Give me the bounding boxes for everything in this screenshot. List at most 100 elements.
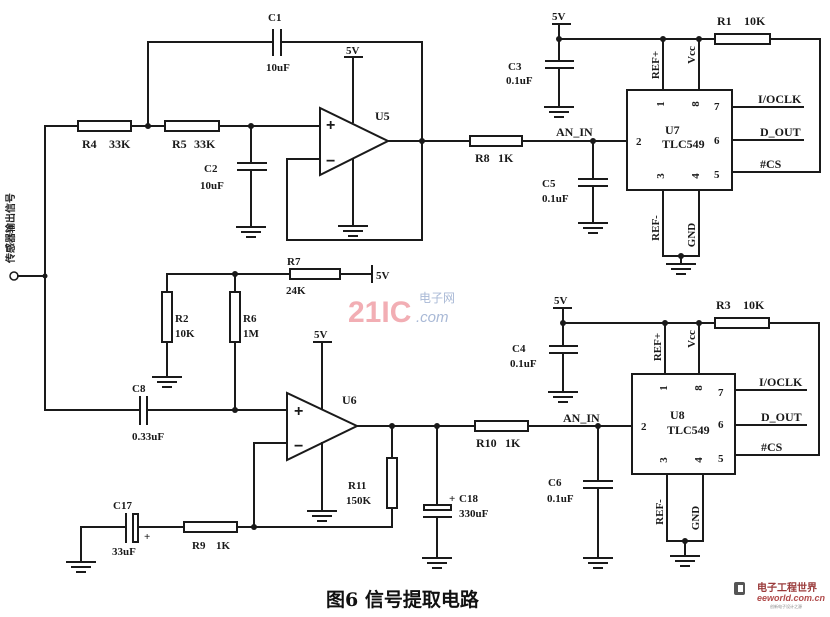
U8-ioclk-label: I/OCLK — [759, 375, 803, 389]
C8-value: 0.33uF — [132, 431, 164, 443]
C5-value: 0.1uF — [542, 193, 569, 205]
U8-ref-plus-label: REF+ — [652, 333, 664, 361]
U8-an-in-label: AN_IN — [563, 411, 600, 425]
figure-caption: 图6 信号提取电路 — [326, 588, 480, 611]
resistor-R10: R10 1K — [474, 420, 529, 450]
C18-polarity: + — [449, 493, 455, 505]
R7-ref: R7 — [287, 256, 301, 268]
resistor-R9: R9 1K — [183, 521, 238, 552]
capacitor-C5: C5 0.1uF — [542, 140, 608, 234]
U7-ref-minus-label: REF- — [650, 215, 662, 241]
opamp-U5: + − U5 5V — [319, 45, 391, 237]
R5-value: 33K — [194, 137, 216, 151]
C6-value: 0.1uF — [547, 493, 574, 505]
U6-minus: − — [294, 438, 303, 455]
capacitor-C4: 5V C4 0.1uF — [510, 295, 578, 403]
resistor-R6: R6 1M — [229, 273, 260, 411]
ground-symbol — [236, 226, 266, 238]
U6-supply-label: 5V — [314, 329, 328, 341]
U7-gnd-label: GND — [686, 223, 698, 248]
R5-ref: R5 — [172, 137, 187, 151]
U7-pin5: 5 — [714, 169, 720, 181]
U7-pin1: 1 — [655, 101, 667, 107]
adc-U7: REF+ Vcc 1 8 7 2 6 5 3 4 U7 TLC549 I/OCL… — [626, 38, 804, 275]
C4-value: 0.1uF — [510, 358, 537, 370]
C18-value: 330uF — [459, 508, 489, 520]
capacitor-C8: C8 0.33uF — [132, 383, 164, 443]
R10-value: 1K — [505, 436, 521, 450]
capacitor-C6: C6 0.1uF — [547, 425, 613, 569]
U8-supply-label: 5V — [554, 295, 568, 307]
resistor-R5: R5 33K — [164, 120, 220, 151]
C1-value: 10uF — [266, 62, 290, 74]
R7-supply-label: 5V — [376, 270, 390, 282]
C17-value: 33uF — [112, 546, 136, 558]
U7-dout-label: D_OUT — [760, 125, 801, 139]
U7-vcc-label: Vcc — [686, 46, 698, 64]
U8-pin7: 7 — [718, 387, 724, 399]
R9-ref: R9 — [192, 540, 206, 552]
U7-ref-plus-label: REF+ — [650, 51, 662, 79]
input-signal-label: 传感器输出信号 — [4, 193, 17, 264]
U7-ref: U7 — [665, 123, 680, 137]
U8-pin1: 1 — [658, 385, 670, 391]
C1-ref: C1 — [268, 12, 281, 24]
R2-ref: R2 — [175, 313, 189, 325]
opamp-U6: + − U6 5V — [286, 329, 360, 522]
R10-ref: R10 — [476, 436, 497, 450]
U8-pin6: 6 — [718, 419, 724, 431]
C17-ref: C17 — [113, 500, 132, 512]
U5-ref: U5 — [375, 109, 390, 123]
U8-pin2: 2 — [641, 421, 647, 433]
resistor-R3: R3 10K — [714, 298, 770, 329]
C2-value: 10uF — [200, 180, 224, 192]
U7-an-in-label: AN_IN — [556, 125, 593, 139]
C3-value: 0.1uF — [506, 75, 533, 87]
U7-pin3: 3 — [655, 173, 667, 179]
U8-cs-label: #CS — [761, 440, 783, 454]
U7-ioclk-label: I/OCLK — [758, 92, 802, 106]
logo-cn-text: 电子工程世界 — [757, 581, 817, 594]
resistor-R2: R2 10K — [152, 273, 195, 388]
U6-ref: U6 — [342, 393, 357, 407]
resistor-R11: R11 150K — [346, 425, 398, 509]
U8-vcc-label: Vcc — [686, 330, 698, 348]
capacitor-C2: C2 10uF — [200, 125, 267, 227]
input-terminal-circle — [9, 271, 19, 281]
U7-supply-label: 5V — [552, 11, 566, 23]
adc-U8: REF+ Vcc 1 8 7 2 6 5 3 4 U8 TLC549 I/OCL… — [631, 322, 807, 567]
capacitor-C18: + C18 330uF — [422, 425, 489, 569]
U7-part: TLC549 — [662, 137, 705, 151]
U8-pin3: 3 — [658, 457, 670, 463]
U5-supply-label: 5V — [346, 45, 360, 57]
U5-plus: + — [326, 117, 335, 134]
U8-pin5: 5 — [718, 453, 724, 465]
C2-ref: C2 — [204, 163, 218, 175]
capacitor-C17: + C17 33uF — [66, 500, 150, 573]
R1-ref: R1 — [717, 14, 732, 28]
U8-gnd-label: GND — [690, 506, 702, 531]
U8-dout-label: D_OUT — [761, 410, 802, 424]
resistor-R4: R4 33K — [77, 120, 132, 151]
R4-value: 33K — [109, 137, 131, 151]
C6-ref: C6 — [548, 477, 562, 489]
U7-pin2: 2 — [636, 136, 642, 148]
U7-cs-label: #CS — [760, 157, 782, 171]
logo-en-text: eeworld.com.cn — [757, 593, 826, 603]
R9-value: 1K — [216, 540, 231, 552]
U8-part: TLC549 — [667, 423, 710, 437]
R2-value: 10K — [175, 328, 195, 340]
C8-ref: C8 — [132, 383, 146, 395]
C17-polarity: + — [144, 531, 150, 543]
R3-ref: R3 — [716, 298, 731, 312]
U8-pin8: 8 — [693, 385, 705, 391]
watermark-domain: .com — [416, 309, 449, 326]
R6-ref: R6 — [243, 313, 257, 325]
U8-ref-minus-label: REF- — [654, 499, 666, 525]
R8-ref: R8 — [475, 151, 490, 165]
U7-pin4: 4 — [690, 173, 702, 179]
input-terminal: 传感器输出信号 — [4, 193, 48, 281]
R7-value: 24K — [286, 285, 306, 297]
eeworld-logo: 电子工程世界 eeworld.com.cn 创新电子设计之源 — [734, 581, 826, 609]
